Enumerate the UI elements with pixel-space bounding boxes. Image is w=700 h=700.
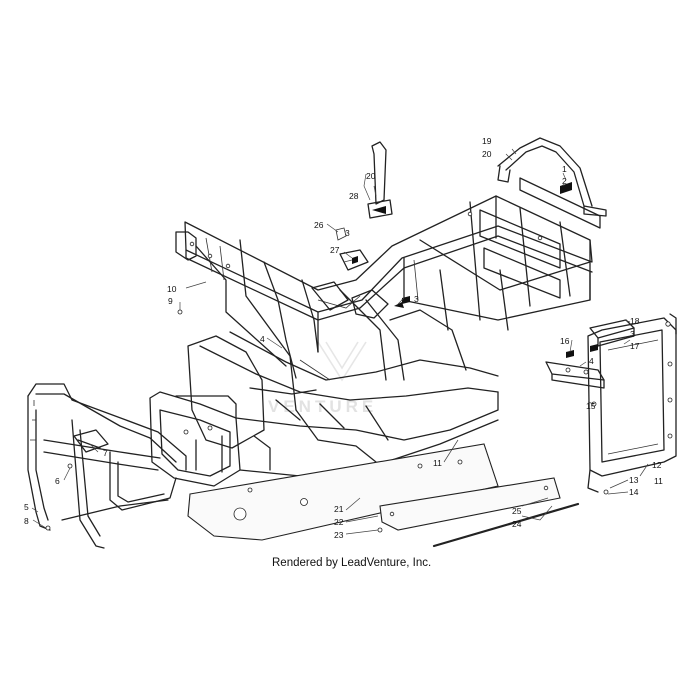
upper-strut	[367, 141, 393, 219]
callout-20: 20	[366, 171, 376, 181]
callout-21: 21	[334, 504, 344, 514]
front-bumper-assembly	[27, 383, 187, 549]
callout-9: 9	[168, 296, 173, 306]
callout-25: 25	[512, 506, 522, 516]
callout-23: 23	[334, 530, 344, 540]
watermark: VENTURE	[268, 341, 377, 416]
callout-13: 13	[629, 475, 639, 485]
main-frame	[149, 177, 601, 487]
callout-20: 20	[482, 149, 492, 159]
callout-19: 19	[482, 136, 492, 146]
callout-labels: 1 2 3 3 3 4 4 5 6 7 8 9 10 11 11 12 13 1…	[24, 136, 663, 540]
callout-12: 12	[652, 460, 662, 470]
callout-10: 10	[167, 284, 177, 294]
skid-plates	[187, 443, 580, 548]
callout-2: 2	[562, 176, 567, 186]
callout-4: 4	[260, 334, 265, 344]
callout-15: 15	[586, 401, 596, 411]
callout-26: 26	[314, 220, 324, 230]
leader-lines	[31, 148, 649, 535]
callout-18: 18	[630, 316, 640, 326]
right-side-panel	[587, 313, 677, 493]
callout-7: 7	[103, 448, 108, 458]
callout-3: 3	[414, 294, 419, 304]
callout-3: 3	[345, 228, 350, 238]
callout-28: 28	[349, 191, 359, 201]
callout-8: 8	[24, 516, 29, 526]
callout-22: 22	[334, 517, 344, 527]
render-credit-caption: Rendered by LeadVenture, Inc.	[272, 557, 431, 569]
callout-4: 4	[589, 356, 594, 366]
callout-1: 1	[562, 164, 567, 174]
callout-24: 24	[512, 519, 522, 529]
callout-16: 16	[560, 336, 570, 346]
callout-6: 6	[55, 476, 60, 486]
callout-5: 5	[24, 502, 29, 512]
callout-11: 11	[654, 476, 663, 486]
callout-14: 14	[629, 487, 639, 497]
callout-17: 17	[630, 341, 640, 351]
brackets-16-17	[545, 319, 635, 389]
callout-11: 11	[433, 458, 442, 468]
callout-27: 27	[330, 245, 340, 255]
callout-3: 3	[630, 329, 635, 339]
roll-bar	[497, 137, 607, 217]
watermark-text: VENTURE	[268, 397, 377, 416]
